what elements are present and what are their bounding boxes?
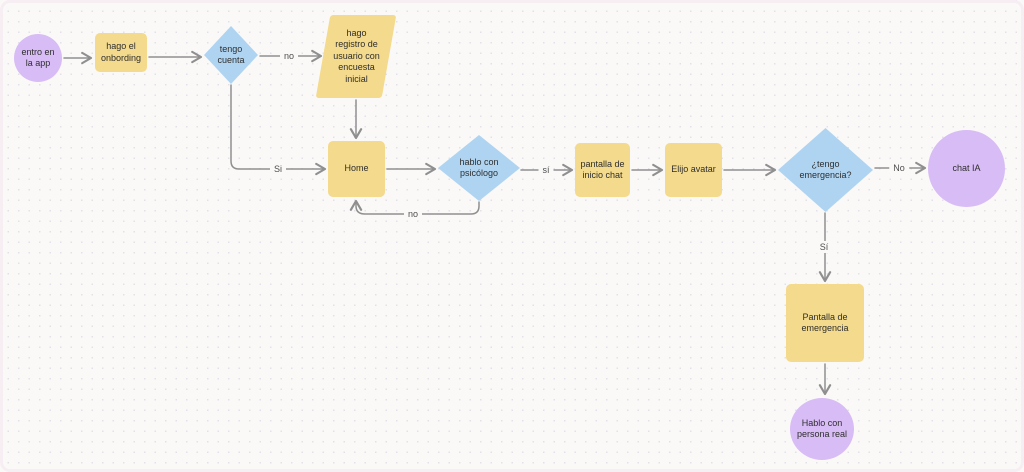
node-pantalla-emergencia[interactable]: Pantalla de emergencia <box>786 284 864 362</box>
node-onboarding-label: hago el onbording <box>95 33 147 72</box>
node-inicio-chat-label: pantalla de inicio chat <box>575 143 630 197</box>
node-emergencia-label: ¿tengo emergencia? <box>778 128 873 212</box>
node-pantalla-emergencia-label: Pantalla de emergencia <box>786 284 864 362</box>
edge-label-tengo-cuenta-si[interactable]: Si <box>269 163 287 175</box>
node-label-text: Hablo con persona real <box>796 417 848 440</box>
edge-label-psicologo-no[interactable]: no <box>403 208 423 220</box>
node-label-text: Elijo avatar <box>671 164 716 175</box>
edge-label-emergencia-no[interactable]: No <box>889 162 909 174</box>
node-inicio-chat[interactable]: pantalla de inicio chat <box>575 143 630 197</box>
node-inicio-chat-shape <box>575 143 630 197</box>
node-label-text: Pantalla de emergencia <box>801 311 849 334</box>
node-chat-ia-shape <box>928 130 1005 207</box>
node-entro-app-shape <box>14 34 62 82</box>
node-persona-real-label: Hablo con persona real <box>790 398 854 460</box>
node-pantalla-emergencia-shape <box>786 284 864 362</box>
node-chat-ia-label: chat IA <box>928 130 1005 207</box>
node-registro[interactable]: hago registro de usuario con encuesta in… <box>315 15 397 98</box>
node-label-text: hago el onbording <box>100 41 142 63</box>
node-psicologo-label: hablo con psicólogo <box>438 135 520 201</box>
node-entro-app[interactable]: entro en la app <box>14 34 62 82</box>
node-label-text: chat IA <box>952 162 981 173</box>
node-tengo-cuenta-label: tengo cuenta <box>204 26 258 84</box>
edge-tengo-cuenta-to-home[interactable] <box>230 84 327 176</box>
edge-label-tengo-cuenta-no[interactable]: no <box>279 50 299 62</box>
edge-label-emergencia-si[interactable]: Sí <box>815 241 833 253</box>
edge-label-psicologo-si[interactable]: sí <box>538 164 554 176</box>
node-home[interactable]: Home <box>328 141 385 197</box>
node-label-text: hablo con psicólogo <box>459 156 499 179</box>
node-label-text: tengo cuenta <box>217 43 245 66</box>
node-emergencia[interactable]: ¿tengo emergencia? <box>778 128 873 212</box>
node-home-label: Home <box>328 141 385 197</box>
node-persona-real-shape <box>790 398 854 460</box>
node-onboarding-shape <box>95 33 147 72</box>
node-label-text: entro en la app <box>21 46 55 69</box>
node-onboarding[interactable]: hago el onbording <box>95 33 147 72</box>
node-elijo-avatar-shape <box>665 143 722 197</box>
node-label-text: ¿tengo emergencia? <box>799 158 852 181</box>
node-persona-real[interactable]: Hablo con persona real <box>790 398 854 460</box>
node-psicologo[interactable]: hablo con psicólogo <box>438 135 520 201</box>
node-label-text: hago registro de usuario con encuesta in… <box>333 27 380 84</box>
node-chat-ia[interactable]: chat IA <box>928 130 1005 207</box>
node-home-shape <box>328 141 385 197</box>
node-label-text: Home <box>344 163 369 174</box>
node-label-text: pantalla de inicio chat <box>580 158 625 181</box>
node-elijo-avatar[interactable]: Elijo avatar <box>665 143 722 197</box>
node-registro-label: hago registro de usuario con encuesta in… <box>316 15 397 98</box>
node-entro-app-label: entro en la app <box>14 34 62 82</box>
node-elijo-avatar-label: Elijo avatar <box>665 143 722 197</box>
node-tengo-cuenta[interactable]: tengo cuenta <box>204 26 258 84</box>
